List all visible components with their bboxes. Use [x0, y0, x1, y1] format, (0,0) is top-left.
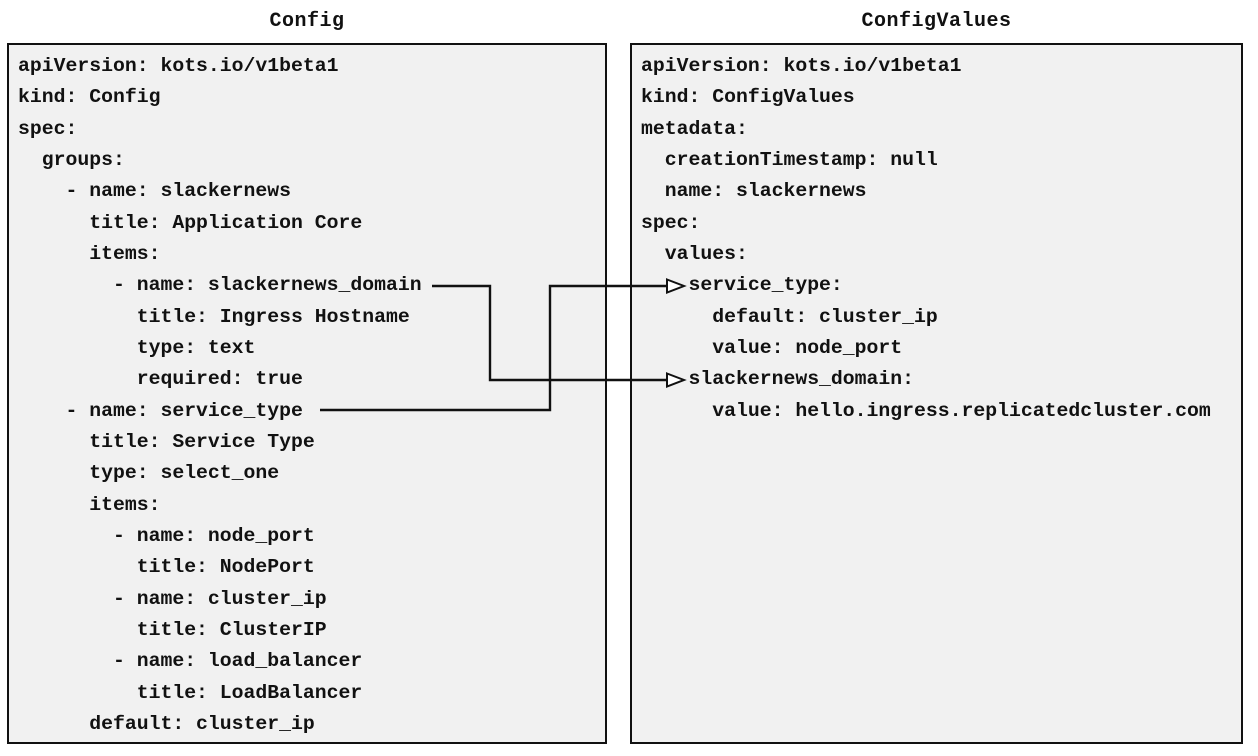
code-line: value: node_port [641, 336, 903, 359]
code-line: type: text [18, 336, 256, 359]
code-line: - name: node_port [18, 524, 315, 547]
config-panel-title: Config [269, 10, 345, 33]
code-line: - name: slackernews [18, 180, 292, 203]
configvalues-panel: apiVersion: kots.io/v1beta1 kind: ConfigV… [630, 43, 1243, 744]
code-line: creationTimestamp: null [641, 148, 938, 171]
configvalues-panel-title: ConfigValues [861, 10, 1012, 33]
code-line: kind: ConfigValues [641, 86, 855, 109]
code-line: groups: [18, 148, 125, 171]
config-yaml-code: apiVersion: kots.io/v1beta1 kind: Config s… [9, 45, 605, 740]
code-line: apiVersion: kots.io/v1beta1 [18, 55, 339, 77]
code-line: - name: slackernews_domain [18, 274, 422, 297]
code-line: items: [18, 242, 161, 265]
code-line: metadata: [641, 117, 748, 140]
code-line: - name: cluster_ip [18, 587, 327, 610]
code-line: spec: [641, 211, 701, 234]
code-line: values: [641, 242, 748, 265]
code-line: - name: load_balancer [18, 650, 363, 673]
code-line: spec: [18, 117, 78, 140]
code-line: default: cluster_ip [18, 712, 315, 735]
code-line: title: Ingress Hostname [18, 305, 410, 328]
code-line: title: NodePort [18, 556, 315, 579]
code-line: value: hello.ingress.replicatedcluster.c… [641, 399, 1211, 422]
code-line: title: Service Type [18, 430, 315, 453]
config-panel: apiVersion: kots.io/v1beta1 kind: Config s… [7, 43, 607, 744]
code-line: name: slackernews [641, 180, 867, 203]
code-line: default: cluster_ip [641, 305, 938, 328]
code-line: service_type: [641, 274, 843, 297]
code-line: apiVersion: kots.io/v1beta1 [641, 55, 962, 77]
configvalues-yaml-code: apiVersion: kots.io/v1beta1 kind: ConfigV… [632, 45, 1241, 427]
code-line: title: ClusterIP [18, 618, 327, 641]
code-line: - name: service_type [18, 399, 303, 422]
code-line: title: Application Core [18, 211, 363, 234]
code-line: slackernews_domain: [641, 368, 915, 391]
code-line: type: select_one [18, 462, 280, 485]
code-line: kind: Config [18, 86, 161, 109]
code-line: items: [18, 493, 161, 516]
code-line: required: true [18, 368, 303, 391]
code-line: title: LoadBalancer [18, 681, 363, 704]
